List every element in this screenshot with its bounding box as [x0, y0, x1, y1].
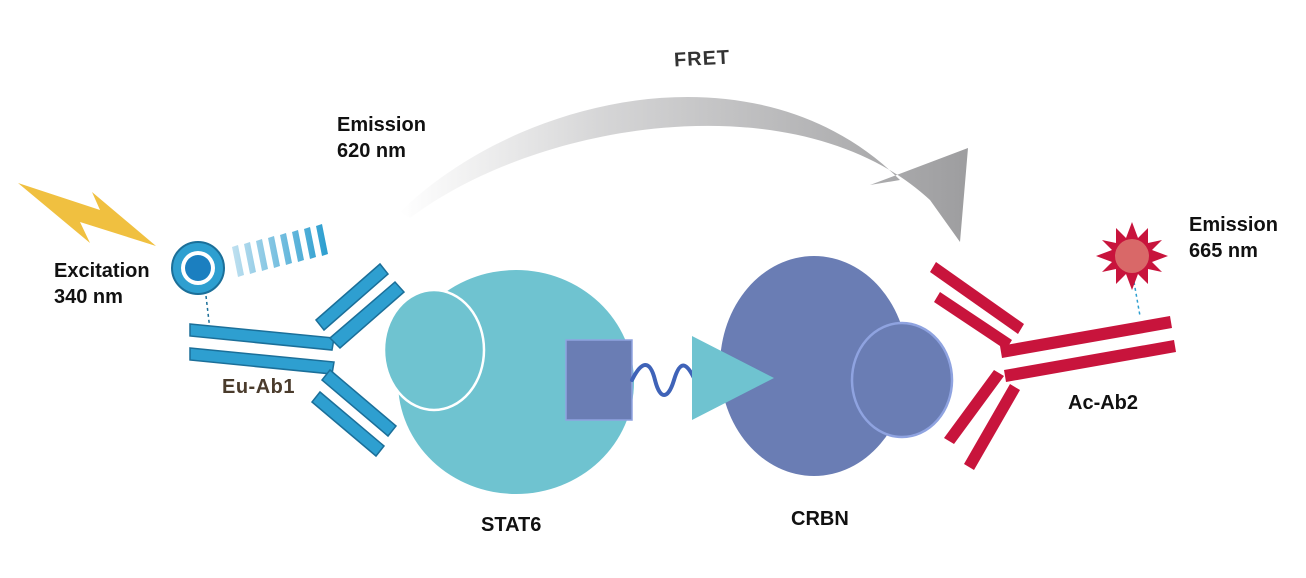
eu-ab1-label: Eu-Ab1: [222, 376, 295, 398]
fret-label: FRET: [673, 46, 731, 72]
donor-core: [185, 255, 211, 281]
stat6-domain: [382, 288, 486, 412]
excitation-line2: 340 nm: [54, 286, 123, 308]
excitation-340-label: Excitation 340 nm: [54, 258, 150, 310]
crbn-protein: [692, 256, 954, 476]
ac-ab2-heavy-chain-upper: [1000, 316, 1172, 358]
eu-ab1-heavy-chain-lower: [189, 347, 335, 375]
emission-665-line2: 665 nm: [1189, 240, 1258, 262]
stat6-label: STAT6: [481, 514, 542, 536]
emission-665-line1: Emission: [1189, 214, 1278, 236]
stat6-protein: [382, 270, 634, 494]
ac-ab2-arm-upper-outer: [930, 262, 1024, 334]
ac-ab2-heavy-chain-lower: [1004, 340, 1176, 382]
stat6-ligand-square: [565, 339, 633, 421]
donor-emission-bars: [232, 224, 328, 277]
eu-ab1-arm-upper-inner: [328, 280, 406, 350]
acceptor-tether: [1133, 281, 1141, 317]
ac-ab2-label: Ac-Ab2: [1068, 392, 1139, 414]
eu-ab1-arm-upper-outer: [314, 262, 390, 332]
emission-bar: [304, 227, 316, 259]
fret-arrow: [400, 96, 968, 243]
acceptor-fluorophore: [1096, 222, 1168, 317]
emission-665-label: Emission 665 nm: [1189, 212, 1278, 264]
eu-ab1-antibody: [189, 262, 406, 458]
crbn-domain: [850, 321, 954, 439]
fret-arrow-body: [400, 96, 968, 243]
ac-ab2-arm-lower-inner: [944, 370, 1004, 444]
protac-linker: [630, 363, 696, 397]
lightning-icon: [18, 183, 156, 246]
crbn-label: CRBN: [791, 508, 849, 530]
ac-ab2-arm-lower-outer: [964, 384, 1020, 470]
excitation-line1: Excitation: [54, 260, 150, 282]
eu-ab1-heavy-chain-upper: [189, 323, 335, 351]
crbn-body: [720, 256, 908, 476]
emission-bar: [316, 224, 328, 256]
eu-ab1-arm-lower-outer: [310, 390, 386, 458]
crbn-ligand-triangle: [692, 336, 774, 420]
emission-bar: [232, 245, 244, 277]
emission-bar: [268, 236, 280, 268]
eu-ab1-arm-lower-inner: [320, 368, 398, 438]
emission-bar: [256, 239, 268, 271]
emission-bar: [280, 233, 292, 265]
emission-bar: [244, 242, 256, 274]
emission-620-line1: Emission: [337, 114, 426, 136]
emission-620-line2: 620 nm: [337, 140, 406, 162]
ac-ab2-antibody: [930, 262, 1176, 470]
emission-bar: [292, 230, 304, 262]
emission-620-label: Emission 620 nm: [337, 112, 426, 164]
europium-donor: [171, 241, 225, 331]
acceptor-core: [1115, 239, 1149, 273]
ac-ab2-arm-upper-inner: [934, 292, 1012, 350]
